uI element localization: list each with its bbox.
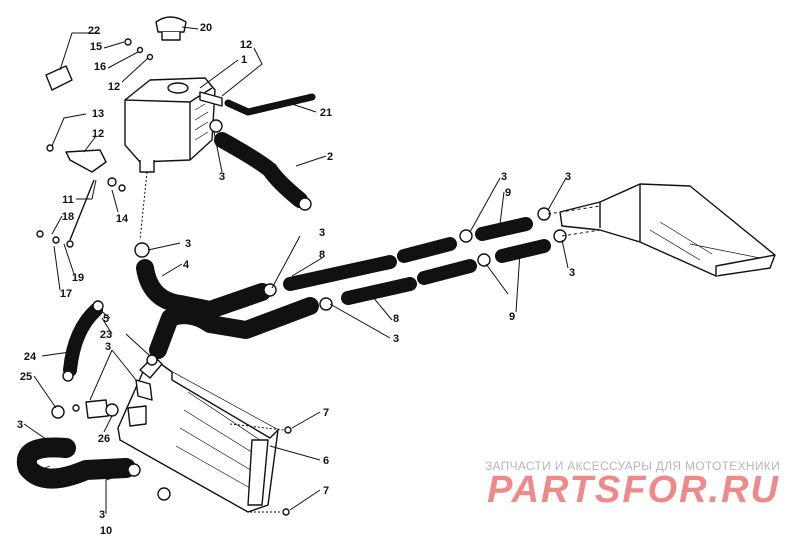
callout-12: 12 <box>108 81 120 93</box>
radiator <box>117 355 279 513</box>
screws-7 <box>229 423 292 516</box>
tube-mid-upper <box>397 237 457 263</box>
tube-8-lower <box>319 277 417 311</box>
hose-24 <box>62 300 104 382</box>
callout-20: 20 <box>200 22 212 34</box>
callout-7: 7 <box>323 407 329 419</box>
radiator-fittings <box>127 354 163 427</box>
fitting-assembly-25 <box>51 399 119 419</box>
tube-9-lower <box>477 229 567 267</box>
callout-26: 26 <box>98 433 110 445</box>
callout-24: 24 <box>24 351 37 363</box>
callout-17: 17 <box>60 288 72 300</box>
overflow-hose <box>224 93 316 116</box>
decal <box>45 65 73 91</box>
callout-16: 16 <box>94 61 106 73</box>
callout-18: 18 <box>62 211 74 223</box>
callout-11: 11 <box>62 194 74 206</box>
hose-4 <box>136 259 271 319</box>
callout-3: 3 <box>319 227 325 239</box>
watermark-caption: ЗАПЧАСТИ И АКСЕССУАРЫ ДЛЯ МОТОТЕХНИКИ <box>485 459 780 473</box>
callout-12: 12 <box>92 128 104 140</box>
callout-2: 2 <box>327 151 333 163</box>
heat-exchanger <box>547 183 776 277</box>
callout-3: 3 <box>185 238 191 250</box>
callout-12: 12 <box>240 39 252 51</box>
callout-3: 3 <box>393 333 399 345</box>
callout-14: 14 <box>116 213 129 225</box>
callout-22: 22 <box>88 25 100 37</box>
callout-21: 21 <box>320 107 332 119</box>
callout-3: 3 <box>17 419 23 431</box>
hose-10 <box>16 437 171 501</box>
callout-3: 3 <box>569 267 575 279</box>
callout-5: 5 <box>103 313 109 325</box>
drain-line <box>134 171 150 258</box>
watermark-brand: PARTSFOR.RU <box>487 469 780 511</box>
callout-7: 7 <box>323 485 329 497</box>
callout-15: 15 <box>90 41 102 53</box>
callout-labels: 22 15 16 12 20 12 1 21 13 12 2 3 11 14 1… <box>17 22 575 537</box>
callout-10: 10 <box>100 525 112 537</box>
callout-13: 13 <box>92 108 104 120</box>
callout-23: 23 <box>100 329 112 341</box>
bolts-top-left <box>124 38 154 61</box>
coolant-tank <box>124 77 223 173</box>
callout-3: 3 <box>99 509 105 521</box>
callout-3: 3 <box>565 171 571 183</box>
callout-3: 3 <box>501 171 507 183</box>
callout-25: 25 <box>20 371 32 383</box>
leader-lines <box>23 26 569 514</box>
callout-3: 3 <box>219 171 225 183</box>
radiator-cap <box>155 16 187 41</box>
tube-9-upper <box>459 207 551 243</box>
callout-3: 3 <box>105 341 111 353</box>
watermark: ЗАПЧАСТИ И АКСЕССУАРЫ ДЛЯ МОТОТЕХНИКИ PA… <box>485 459 780 511</box>
callout-9: 9 <box>505 187 511 199</box>
callout-19: 19 <box>72 272 84 284</box>
tube-mid-lower <box>417 259 477 285</box>
callout-9: 9 <box>509 311 515 323</box>
callout-6: 6 <box>323 455 329 467</box>
callout-1: 1 <box>241 54 247 66</box>
callout-8: 8 <box>393 313 399 325</box>
bracket-assembly <box>36 144 126 248</box>
hose-5 <box>149 297 319 359</box>
callout-4: 4 <box>183 259 190 271</box>
callout-8: 8 <box>319 249 325 261</box>
hose-2 <box>209 119 312 211</box>
